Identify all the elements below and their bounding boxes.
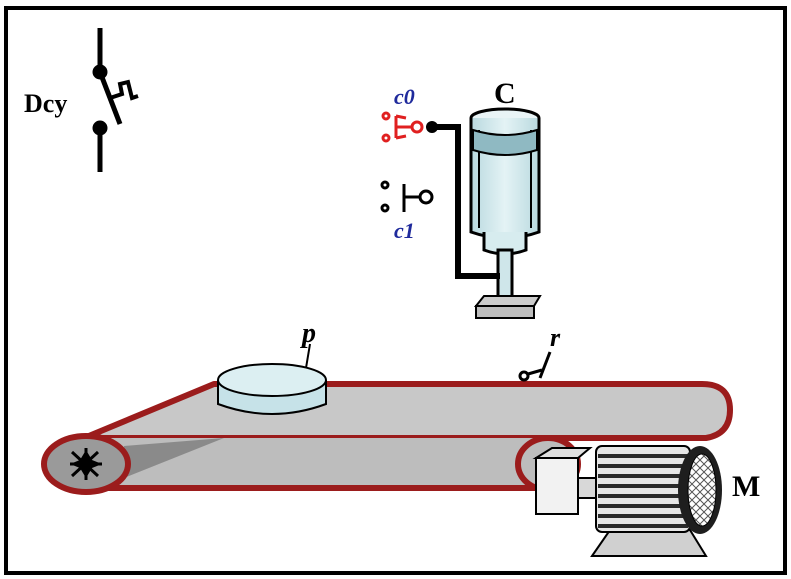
part-p-label: p	[300, 318, 316, 349]
sensor-c0-symbol	[381, 111, 424, 143]
sensor-c0-label: c0	[394, 84, 415, 109]
motor	[532, 445, 722, 557]
dcy-label: Dcy	[24, 89, 67, 118]
pneumatic-line	[430, 124, 500, 279]
dcy-start-button-symbol	[92, 28, 139, 172]
part-p-leader	[305, 343, 311, 369]
motor-label: M	[732, 470, 760, 503]
part-p	[217, 363, 327, 415]
pneumatic-line-joint	[426, 121, 438, 133]
sensor-r-label: r	[550, 323, 561, 352]
cylinder-label: C	[494, 77, 516, 110]
sensor-c1-symbol	[380, 180, 434, 213]
sensor-r-symbol	[518, 351, 552, 382]
pneumatic-cylinder	[469, 107, 542, 319]
sensor-c1-label: c1	[394, 218, 415, 243]
